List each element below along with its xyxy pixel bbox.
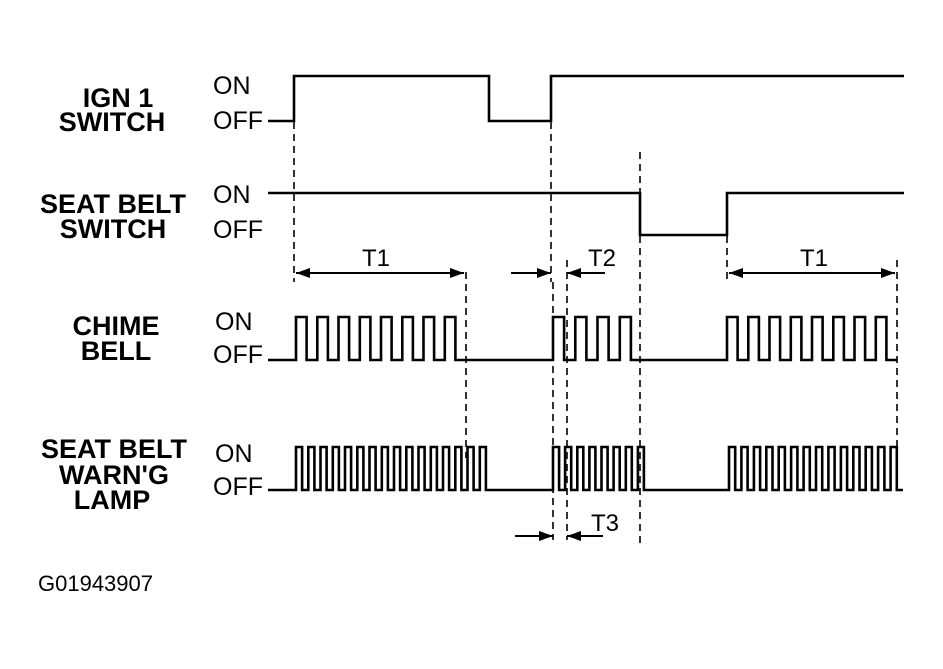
- belt-off-label: OFF: [213, 216, 263, 244]
- belt-on-label: ON: [213, 181, 251, 209]
- t2-label: T2: [588, 245, 616, 272]
- ign-label-line-2: SWITCH: [59, 107, 165, 137]
- lamp-off-label: OFF: [213, 473, 263, 501]
- warning-lamp-waveform: [268, 445, 903, 492]
- lamp-label-line-3: LAMP: [74, 485, 151, 515]
- chime-bell-waveform: [268, 315, 897, 362]
- t2-dimension-left: [511, 268, 551, 278]
- seat-belt-switch-waveform: [268, 191, 904, 237]
- t3-label: T3: [591, 510, 619, 537]
- chime-bell-label: CHIME BELL: [73, 311, 160, 366]
- seat-belt-switch-label: SEAT BELT SWITCH: [40, 189, 187, 244]
- t1-first-dimension: [296, 268, 464, 278]
- chime-on-label: ON: [215, 308, 253, 336]
- figure-code: G01943907: [38, 571, 153, 596]
- timing-dimension-arrows: [296, 268, 895, 541]
- t2-dimension-right: [567, 268, 605, 278]
- t3-dimension-left: [515, 531, 553, 541]
- warning-lamp-label: SEAT BELT WARN'G LAMP: [41, 434, 188, 515]
- dashed-reference-lines: [293, 122, 898, 548]
- chime-label-line-1: CHIME: [73, 311, 160, 341]
- chime-off-label: OFF: [213, 341, 263, 369]
- lamp-label-line-2: WARN'G: [59, 460, 169, 490]
- lamp-label-line-1: SEAT BELT: [41, 434, 188, 464]
- ign-on-label: ON: [213, 72, 251, 100]
- t3-dimension-right: [567, 531, 603, 541]
- ign-switch-label: IGN 1 SWITCH: [59, 83, 165, 137]
- ign-switch-waveform: [268, 74, 904, 123]
- ign-off-label: OFF: [213, 107, 263, 135]
- t1-second-label: T1: [800, 245, 828, 272]
- belt-label-line-2: SWITCH: [60, 214, 166, 244]
- belt-label-line-1: SEAT BELT: [40, 189, 187, 219]
- lamp-on-label: ON: [215, 440, 253, 468]
- chime-label-line-2: BELL: [81, 336, 152, 366]
- ign-label-line-1: IGN 1: [83, 83, 154, 113]
- t1-second-dimension: [729, 268, 895, 278]
- t1-first-label: T1: [362, 245, 390, 272]
